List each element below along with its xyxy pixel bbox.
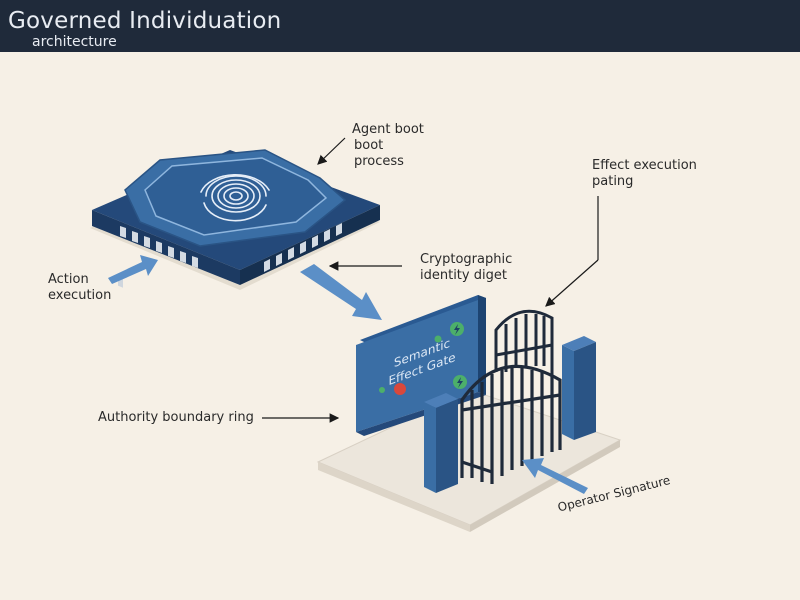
page-title: Governed Individuation (8, 8, 282, 34)
label-action-line1: Action (48, 272, 89, 287)
label-effect-execution-line1: Effect execution (592, 158, 697, 173)
chip-to-gate-arrow (300, 264, 382, 320)
label-agent-boot-line1: Agent boot (352, 122, 424, 137)
chip-processor (92, 149, 380, 288)
label-cryptographic: Cryptographic identity diget (420, 252, 512, 284)
status-green-dot-2 (379, 387, 385, 393)
status-red-circle (394, 383, 406, 395)
gate-structure (424, 309, 596, 493)
label-action-line2: execution (48, 288, 112, 303)
action-arrow (108, 255, 158, 284)
label-effect-execution-line2: pating (592, 174, 634, 189)
status-green-dot (434, 335, 442, 343)
agent-boot-leader (317, 137, 346, 165)
architecture-diagram (90, 137, 622, 532)
lightning-icon (454, 324, 460, 335)
page-subtitle: architecture (32, 34, 117, 50)
label-agent-boot-line3: process (354, 154, 404, 169)
label-action-execution: Action execution (48, 272, 111, 304)
header-bar: Governed Individuation architecture (0, 0, 800, 52)
label-agent-boot-line2: boot (354, 138, 384, 153)
label-agent-boot: Agent boot boot process (352, 122, 424, 170)
label-cryptographic-line2: identity diget (420, 268, 507, 283)
lightning-icon (457, 377, 463, 388)
operator-signature-arrow (522, 458, 588, 494)
label-effect-execution: Effect execution pating (592, 158, 697, 190)
label-cryptographic-line1: Cryptographic (420, 252, 513, 267)
fingerprint-icon (200, 174, 270, 222)
chip-pins (120, 223, 342, 272)
label-authority-ring: Authority boundary ring (98, 410, 254, 425)
